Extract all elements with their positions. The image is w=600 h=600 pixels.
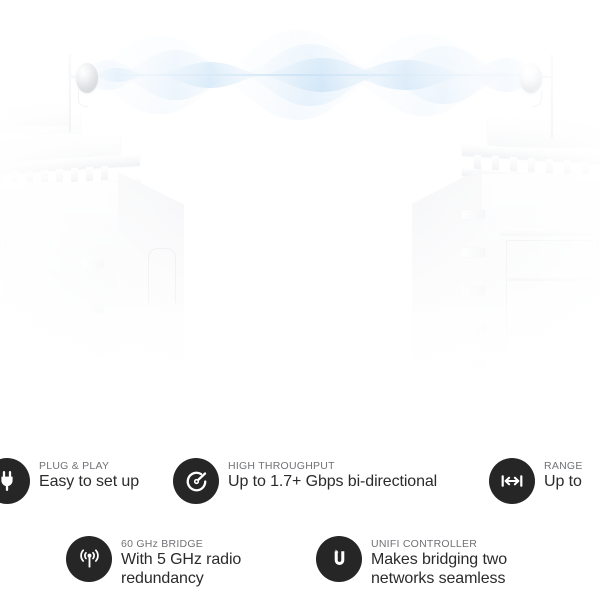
unifi-u-logo-icon (316, 536, 362, 582)
mast-pole (550, 54, 553, 138)
pilaster (462, 248, 484, 257)
dentil (528, 157, 535, 174)
pilaster (82, 260, 102, 268)
feature-text: UNIFI CONTROLLER Makes bridging two netw… (371, 536, 507, 588)
power-plug-icon (0, 458, 30, 504)
feature-value: With 5 GHz radio redundancy (121, 551, 242, 587)
feature-value: Up to 1.7+ Gbps bi-directional (228, 473, 438, 491)
feature-label: PLUG & PLAY (39, 460, 110, 472)
feature-high-throughput[interactable]: HIGH THROUGHPUT Up to 1.7+ Gbps bi-direc… (173, 458, 437, 504)
window-lintel (0, 228, 12, 236)
feature-60ghz-bridge[interactable]: 60 GHz BRIDGE With 5 GHz radio redundanc… (66, 536, 241, 588)
window-mullion (508, 278, 598, 281)
feature-label: UNIFI CONTROLLER (371, 538, 478, 550)
mast-pole (68, 54, 71, 132)
speedometer-icon (173, 458, 219, 504)
antenna-mast-right (512, 54, 568, 140)
feature-value: Up to (544, 473, 582, 491)
dentil (492, 155, 499, 172)
antenna-cable (78, 90, 88, 107)
feature-label: 60 GHz BRIDGE (121, 538, 204, 550)
antenna-mast-left (62, 54, 112, 134)
product-hero-image (0, 0, 600, 448)
feature-value: Makes bridging two networks seamless (371, 551, 508, 587)
feature-label: HIGH THROUGHPUT (228, 460, 335, 472)
feature-text: PLUG & PLAY Easy to set up (39, 458, 139, 492)
range-arrows-icon (489, 458, 535, 504)
feature-text: 60 GHz BRIDGE With 5 GHz radio redundanc… (121, 536, 241, 588)
window-lintel (500, 228, 600, 236)
feature-text: RANGE Up to (544, 458, 583, 492)
feature-plug-and-play[interactable]: PLUG & PLAY Easy to set up (0, 458, 139, 504)
broadcast-antenna-icon (66, 536, 112, 582)
dentil (546, 159, 553, 175)
roof-railing (148, 248, 176, 303)
bottom-fade (0, 298, 600, 448)
pilaster (462, 286, 484, 295)
feature-unifi-controller[interactable]: UNIFI CONTROLLER Makes bridging two netw… (316, 536, 507, 588)
dish-antenna-right (520, 63, 542, 93)
feature-label: RANGE (544, 460, 583, 472)
antenna-cable (532, 90, 542, 107)
feature-text: HIGH THROUGHPUT Up to 1.7+ Gbps bi-direc… (228, 458, 437, 492)
pilaster (462, 210, 484, 219)
feature-highlights: PLUG & PLAY Easy to set up HIGH THROUGHP… (0, 448, 600, 600)
feature-value: Easy to set up (39, 473, 139, 491)
feature-range[interactable]: RANGE Up to (489, 458, 583, 504)
dish-antenna-left (76, 63, 98, 93)
dentil (510, 156, 517, 173)
